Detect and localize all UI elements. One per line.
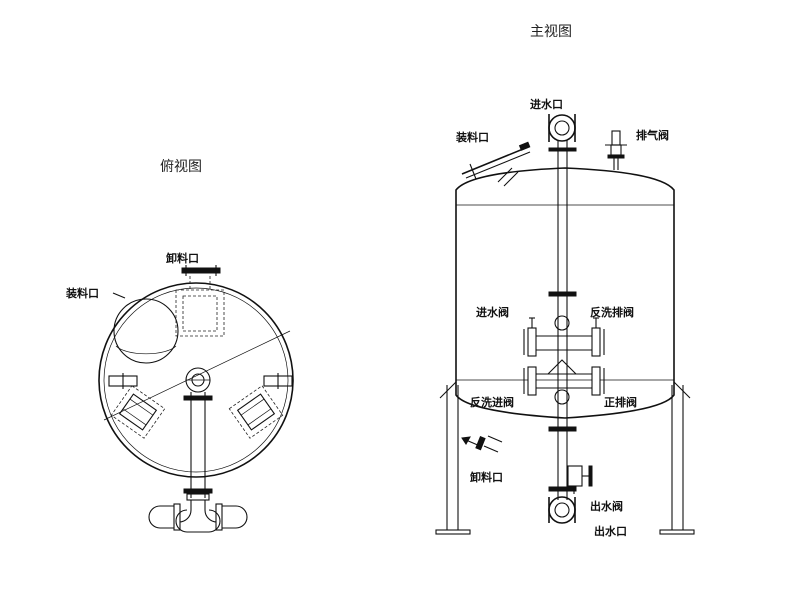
water-outlet-inner xyxy=(554,502,570,518)
main-unload-port xyxy=(461,435,503,453)
water-inlet-label: 进水口 xyxy=(530,97,563,111)
main-view-title: 主视图 xyxy=(530,24,572,40)
backwash-inlet-valve-label: 反洗进阀 xyxy=(470,395,514,409)
lower-valve-assembly xyxy=(523,359,605,405)
main-load-port-label: 装料口 xyxy=(455,130,489,144)
main-unload-port-label: 卸料口 xyxy=(470,470,503,484)
load-port-ellipse xyxy=(115,345,177,355)
outlet-valve xyxy=(567,465,593,494)
unload-flange-bar xyxy=(181,267,221,274)
water-outlet-outer xyxy=(548,496,576,524)
support-legs xyxy=(435,381,695,535)
distributor-box-right xyxy=(228,385,284,439)
load-port-leader xyxy=(112,292,126,299)
section-line xyxy=(103,330,291,421)
main-view: 主视图 装料口 xyxy=(435,24,695,538)
outlet-pipework xyxy=(148,500,248,533)
tank-inner-circle xyxy=(103,287,289,473)
inlet-valve-label: 进水阀 xyxy=(476,305,509,319)
water-inlet-inner xyxy=(554,120,570,136)
vent-valve xyxy=(605,130,627,170)
backwash-drain-valve-label: 反洗排阀 xyxy=(590,305,634,319)
water-inlet-outer xyxy=(548,114,576,142)
load-port-circle xyxy=(113,298,179,364)
tank-outline-circle xyxy=(98,282,294,478)
upper-valve-assembly xyxy=(523,315,605,357)
outlet-valve-label: 出水阀 xyxy=(590,499,623,513)
water-outlet-label: 出水口 xyxy=(594,524,627,538)
top-view: 俯视图 装料口 卸料口 xyxy=(65,159,294,533)
pipe-flanges xyxy=(548,147,577,492)
unload-chute-dashed-inner xyxy=(182,295,218,332)
forward-drain-valve-label: 正排阀 xyxy=(604,395,637,409)
tank-body xyxy=(455,167,675,419)
top-unload-port-label: 卸料口 xyxy=(166,251,199,265)
main-load-port xyxy=(461,141,531,187)
top-load-port-label: 装料口 xyxy=(65,286,99,300)
vent-valve-label: 排气阀 xyxy=(636,128,669,142)
unload-chute-dashed-outer xyxy=(175,289,225,337)
top-view-title: 俯视图 xyxy=(160,159,202,175)
